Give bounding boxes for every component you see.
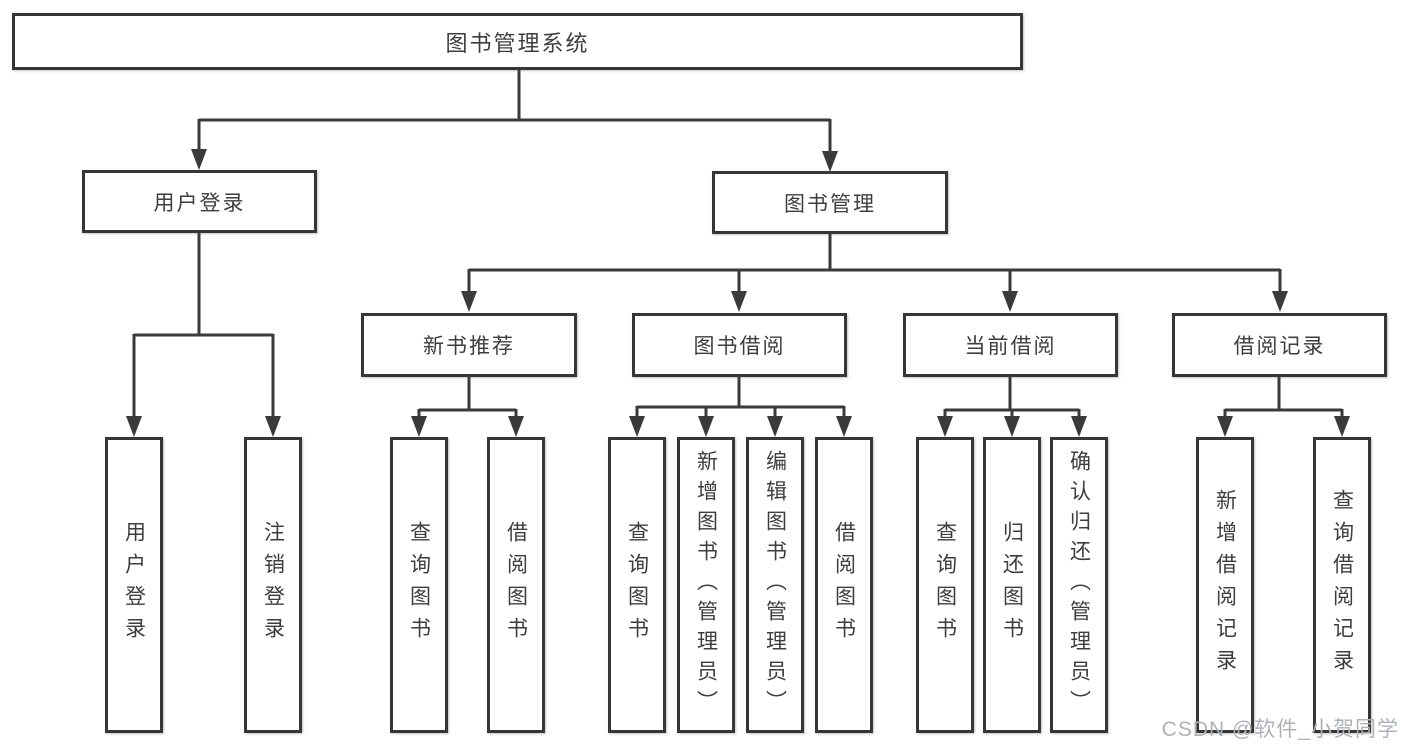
leaf-query-books-recommend: 查询图书 (390, 437, 448, 733)
watermark: CSDN @软件_小贺同学 (1161, 718, 1399, 741)
leaf-edit-books-admin-label: 编辑图书（管理员） (763, 450, 787, 720)
node-library-system: 图书管理系统 (12, 13, 1023, 70)
leaf-add-borrow-record-label: 新增借阅记录 (1213, 489, 1237, 681)
node-current-borrowing: 当前借阅 (903, 313, 1118, 377)
leaf-query-borrow-record: 查询借阅记录 (1313, 437, 1371, 733)
leaf-confirm-return-admin-label: 确认归还（管理员） (1067, 450, 1091, 720)
leaf-borrow-books: 借阅图书 (815, 437, 873, 733)
node-borrowing-records-label: 借阅记录 (1233, 335, 1326, 358)
node-book-borrowing-label: 图书借阅 (693, 335, 786, 358)
leaf-add-books-admin-label: 新增图书（管理员） (694, 450, 718, 720)
leaf-user-login-label: 用户登录 (122, 521, 146, 649)
node-new-book-recommend: 新书推荐 (361, 313, 577, 377)
node-current-borrowing-label: 当前借阅 (964, 335, 1057, 358)
node-new-book-recommend-label: 新书推荐 (423, 335, 515, 358)
node-book-management-label: 图书管理 (784, 192, 876, 216)
leaf-query-books-recommend-label: 查询图书 (407, 521, 431, 649)
leaf-edit-books-admin: 编辑图书（管理员） (746, 437, 804, 733)
leaf-query-books-borrowing-label: 查询图书 (625, 521, 649, 649)
leaf-borrow-books-label: 借阅图书 (832, 521, 856, 649)
node-library-system-label: 图书管理系统 (445, 30, 590, 56)
node-user-login: 用户登录 (82, 170, 317, 233)
leaf-query-books-borrowing: 查询图书 (608, 437, 666, 733)
node-book-borrowing: 图书借阅 (632, 313, 847, 377)
leaf-return-books: 归还图书 (983, 437, 1041, 733)
node-book-management: 图书管理 (712, 171, 948, 234)
leaf-user-login: 用户登录 (105, 437, 163, 733)
leaf-query-borrow-record-label: 查询借阅记录 (1330, 489, 1354, 681)
leaf-add-borrow-record: 新增借阅记录 (1196, 437, 1254, 733)
node-user-login-label: 用户登录 (153, 191, 246, 215)
leaf-borrow-books-recommend-label: 借阅图书 (504, 521, 528, 649)
leaf-add-books-admin: 新增图书（管理员） (677, 437, 735, 733)
leaf-return-books-label: 归还图书 (1000, 521, 1024, 649)
leaf-query-books-current-label: 查询图书 (933, 521, 957, 649)
leaf-query-books-current: 查询图书 (916, 437, 974, 733)
leaf-borrow-books-recommend: 借阅图书 (487, 437, 545, 733)
leaf-logout-login-label: 注销登录 (261, 521, 285, 649)
leaf-confirm-return-admin: 确认归还（管理员） (1050, 437, 1108, 733)
leaf-logout-login: 注销登录 (244, 437, 302, 733)
node-borrowing-records: 借阅记录 (1172, 313, 1387, 377)
